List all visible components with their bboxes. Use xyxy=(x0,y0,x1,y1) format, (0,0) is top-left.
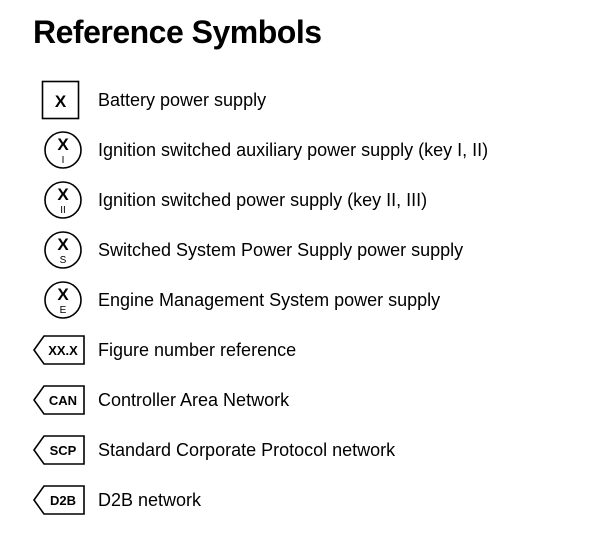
d2b-network-tag-icon-graphic: D2B xyxy=(33,485,85,515)
symbol-description: Battery power supply xyxy=(98,90,267,110)
symbol-row: X Battery power supply xyxy=(32,80,602,120)
battery-supply-box-icon-graphic: X xyxy=(41,80,80,120)
symbol-code: XX.X xyxy=(48,343,78,358)
symbol-row: D2B D2B network xyxy=(32,480,602,520)
symbol-subscript: I xyxy=(62,155,65,166)
symbol-subscript: S xyxy=(60,255,67,266)
symbol-description: Engine Management System power supply xyxy=(98,290,441,310)
page-title: Reference Symbols xyxy=(33,14,322,50)
ignition-switched-circle-icon-graphic: XII xyxy=(44,181,82,219)
can-network-tag-icon-graphic: CAN xyxy=(33,385,85,415)
symbol-code: D2B xyxy=(50,493,76,508)
ignition-auxiliary-circle-icon-graphic: XI xyxy=(44,131,82,169)
symbol-code: X xyxy=(55,92,67,111)
figure-reference-tag-icon: XX.X xyxy=(32,330,88,370)
scp-network-tag-icon-graphic: SCP xyxy=(33,435,85,465)
engine-management-circle-icon-graphic: XE xyxy=(44,281,82,319)
symbol-description: Switched System Power Supply power suppl… xyxy=(98,240,464,260)
symbol-code: SCP xyxy=(50,443,77,458)
scp-network-tag-icon: SCP xyxy=(32,430,88,470)
symbol-description: Ignition switched power supply (key II, … xyxy=(98,190,428,210)
symbol-row: SCP Standard Corporate Protocol network xyxy=(32,430,602,470)
symbol-code: CAN xyxy=(49,393,77,408)
can-network-tag-icon: CAN xyxy=(32,380,88,420)
d2b-network-tag-icon: D2B xyxy=(32,480,88,520)
symbol-description: Controller Area Network xyxy=(98,390,290,410)
symbol-description: Ignition switched auxiliary power supply… xyxy=(98,140,489,160)
symbol-description: D2B network xyxy=(98,490,202,510)
symbol-row: XX.X Figure number reference xyxy=(32,330,602,370)
battery-supply-box-icon: X xyxy=(32,80,88,120)
switched-system-circle-icon-graphic: XS xyxy=(44,231,82,269)
symbol-code: X xyxy=(57,285,69,304)
symbol-row: CAN Controller Area Network xyxy=(32,380,602,420)
symbol-description: Standard Corporate Protocol network xyxy=(98,440,396,460)
symbol-code: X xyxy=(57,235,69,254)
symbol-code: X xyxy=(57,135,69,154)
figure-reference-tag-icon-graphic: XX.X xyxy=(33,335,85,365)
symbol-subscript: E xyxy=(60,305,67,316)
symbol-subscript: II xyxy=(60,205,66,216)
symbol-code: X xyxy=(57,185,69,204)
symbol-description: Figure number reference xyxy=(98,340,297,360)
